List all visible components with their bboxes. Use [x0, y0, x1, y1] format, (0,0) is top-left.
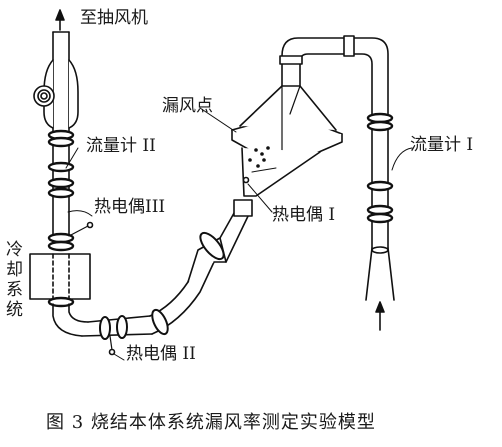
duct-flange	[116, 315, 128, 339]
right-pipe-joint	[343, 35, 355, 57]
bottom-duct	[47, 199, 253, 356]
sintering-hood	[231, 37, 351, 197]
pipe-ring	[366, 120, 394, 132]
leak-hole	[266, 146, 270, 150]
volute-ring-inner	[37, 89, 51, 103]
chimney-right-wall	[299, 53, 351, 87]
outflow-arrow-head	[55, 9, 65, 21]
leader-thermocouple-2	[113, 353, 125, 361]
right-pipe-inner	[349, 53, 373, 249]
left-pipe	[33, 9, 79, 252]
elbow-inner	[68, 303, 89, 323]
leak-hole	[260, 152, 264, 156]
duct-bottom-wall	[81, 333, 153, 337]
pipe-ring	[47, 136, 75, 148]
hood-top-cone	[239, 85, 337, 131]
label-to-fan: 至抽风机	[80, 8, 148, 28]
pipe-ring	[47, 296, 75, 308]
label-flowmeter-1: 流量计 I	[410, 135, 474, 155]
thermocouple-2-tip	[108, 348, 116, 356]
leader-thermocouple-3	[67, 210, 93, 217]
pipe-ring	[366, 180, 394, 192]
label-leak-point: 漏风点	[162, 96, 213, 116]
inlet-neck	[371, 246, 389, 254]
thermocouple-3-probe	[68, 225, 89, 237]
inflow-arrow-head	[375, 301, 385, 313]
chimney-collar	[279, 55, 303, 65]
volute-ring-outer	[33, 85, 55, 107]
duct-flange	[99, 316, 111, 340]
pipe-ring	[47, 240, 75, 252]
pipe-ring	[366, 212, 394, 224]
label-thermocouple-1: 热电偶 I	[272, 205, 336, 225]
elbow-outer	[52, 303, 83, 337]
hood-funnel-line	[251, 167, 277, 173]
pipe-ring	[47, 177, 75, 189]
leader-flowmeter-2	[65, 147, 79, 169]
label-thermocouple-2: 热电偶 II	[126, 344, 196, 364]
thermocouple-1-tip	[242, 176, 250, 184]
neck-collar	[233, 199, 253, 217]
thermocouple-2-probe	[109, 335, 113, 351]
duct-flange	[199, 231, 225, 261]
leader-lines	[65, 107, 413, 361]
leak-hole	[254, 148, 258, 152]
label-flowmeter-2: 流量计 II	[86, 136, 156, 156]
label-cooling-system: 冷却系统	[6, 240, 23, 320]
figure-caption: 图 3 烧结本体系统漏风率测定实验模型	[46, 412, 376, 433]
volute-ring-core	[40, 92, 48, 100]
left-pipe-rings	[47, 129, 75, 252]
leak-hole	[248, 158, 252, 162]
cooling-box	[29, 253, 91, 300]
hood-funnel	[241, 147, 321, 197]
right-pipe	[343, 35, 395, 331]
duct-flange	[151, 308, 169, 336]
leak-holes	[248, 146, 270, 168]
label-thermocouple-3: 热电偶III	[94, 197, 166, 217]
leader-thermocouple-1	[247, 183, 273, 213]
right-pipe-outer	[349, 37, 389, 249]
neck-right	[225, 211, 251, 263]
thermocouple-3	[68, 221, 94, 237]
leak-hole	[256, 164, 260, 168]
inlet-left-wall	[365, 247, 373, 301]
pipe-ring	[47, 187, 75, 199]
volute-body-right	[68, 59, 79, 129]
leader-leak-point	[199, 107, 237, 133]
pipe-ring	[47, 161, 75, 173]
leak-hole	[262, 158, 266, 162]
thermocouple-3-tip	[86, 221, 94, 229]
hood-cone-edge-back	[289, 85, 301, 115]
cooling-system	[29, 253, 91, 300]
inlet-right-wall	[387, 247, 395, 301]
leader-flowmeter-1	[391, 147, 413, 171]
